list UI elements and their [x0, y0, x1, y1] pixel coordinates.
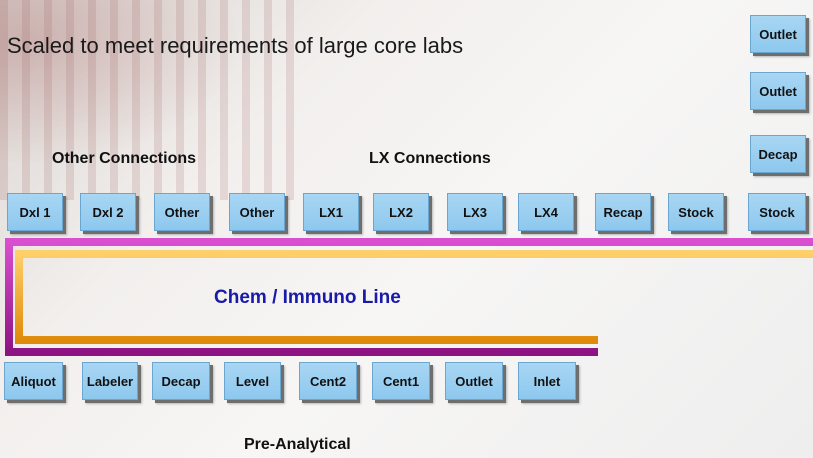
line-label: Chem / Immuno Line [214, 287, 401, 308]
module-decap: Decap [152, 362, 210, 400]
module-outlet: Outlet [445, 362, 503, 400]
background-photo [0, 0, 300, 200]
module-inlet: Inlet [518, 362, 576, 400]
module-cent1: Cent1 [372, 362, 430, 400]
module-level: Level [224, 362, 281, 400]
module-stock-2: Stock [748, 193, 806, 231]
module-labeler: Labeler [82, 362, 138, 400]
module-aliquot: Aliquot [4, 362, 63, 400]
slide-caption: Scaled to meet requirements of large cor… [7, 33, 464, 58]
module-dxl1: Dxl 1 [7, 193, 63, 231]
orange-rail [15, 250, 813, 344]
module-decap-right: Decap [750, 135, 806, 173]
module-outlet-middle: Outlet [750, 72, 806, 110]
module-lx3: LX3 [447, 193, 503, 231]
other-connections-label: Other Connections [52, 150, 197, 167]
module-other-1: Other [154, 193, 210, 231]
module-lx4: LX4 [518, 193, 574, 231]
module-outlet-top: Outlet [750, 15, 806, 53]
module-lx1: LX1 [303, 193, 359, 231]
lx-connections-label: LX Connections [369, 150, 491, 167]
module-stock-1: Stock [668, 193, 724, 231]
magenta-rail [5, 238, 813, 356]
module-other-2: Other [229, 193, 285, 231]
module-lx2: LX2 [373, 193, 429, 231]
pre-analytical-label: Pre-Analytical [244, 436, 351, 453]
module-cent2: Cent2 [299, 362, 357, 400]
module-dxl2: Dxl 2 [80, 193, 136, 231]
module-recap: Recap [595, 193, 651, 231]
